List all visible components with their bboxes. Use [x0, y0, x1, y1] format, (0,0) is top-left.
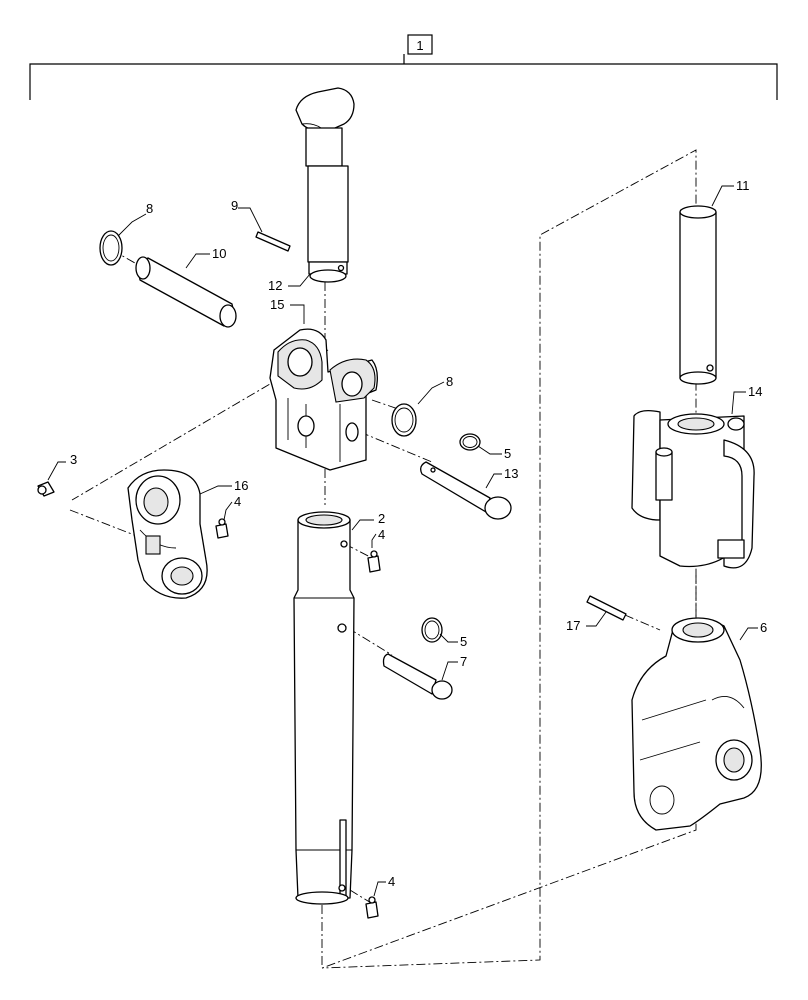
- part-3-grease-fitting: [37, 481, 55, 497]
- callout-8-upper: 8: [146, 201, 153, 216]
- callout-4-middle: 4: [378, 527, 385, 542]
- callout-16: 16: [234, 478, 248, 493]
- part-14-housing: [631, 410, 755, 569]
- part-15-clevis-bracket: [269, 328, 378, 471]
- callout-numbers: 8 9 10 12 15 8 5 13 3 16 4 2 4 5 7 4 11 …: [70, 178, 767, 889]
- callout-5-upper: 5: [504, 446, 511, 461]
- callout-13: 13: [504, 466, 518, 481]
- part-8-snap-ring-upper: [99, 230, 123, 266]
- callout-12: 12: [268, 278, 282, 293]
- part-4-grease-fitting-middle: [367, 550, 381, 573]
- callout-9: 9: [231, 198, 238, 213]
- callout-15: 15: [270, 297, 284, 312]
- part-7-pin: [382, 653, 453, 700]
- callout-5-lower: 5: [460, 634, 467, 649]
- callout-10: 10: [212, 246, 226, 261]
- callout-2: 2: [378, 511, 385, 526]
- callout-7: 7: [460, 654, 467, 669]
- part-5-ring-lower: [421, 617, 443, 643]
- part-8-snap-ring-lower: [391, 403, 417, 437]
- assembly-bracket: 1: [29, 34, 778, 100]
- callout-14: 14: [748, 384, 762, 399]
- callout-6: 6: [760, 620, 767, 635]
- callout-17: 17: [566, 618, 580, 633]
- part-4-grease-fitting-bottom: [365, 896, 379, 919]
- part-11-long-pin: [679, 205, 717, 385]
- callout-8-lower: 8: [446, 374, 453, 389]
- callout-4-left: 4: [234, 494, 241, 509]
- callout-4-bottom: 4: [388, 874, 395, 889]
- part-4-grease-fitting-left: [215, 518, 229, 539]
- part-17-roll-pin: [586, 595, 627, 621]
- part-12-handle-pin: [295, 87, 355, 283]
- leader-lines: [47, 185, 758, 897]
- part-6-yoke: [631, 617, 762, 831]
- part-9-roll-pin: [255, 231, 291, 252]
- part-5-ring-upper: [459, 433, 481, 451]
- callout-11: 11: [736, 178, 750, 193]
- part-13-clevis-pin: [420, 461, 512, 520]
- part-2-tube: [293, 511, 355, 905]
- part-16-link: [127, 469, 208, 599]
- part-10-sleeve: [135, 256, 237, 328]
- assembly-callout-1: 1: [416, 38, 423, 53]
- callout-3: 3: [70, 452, 77, 467]
